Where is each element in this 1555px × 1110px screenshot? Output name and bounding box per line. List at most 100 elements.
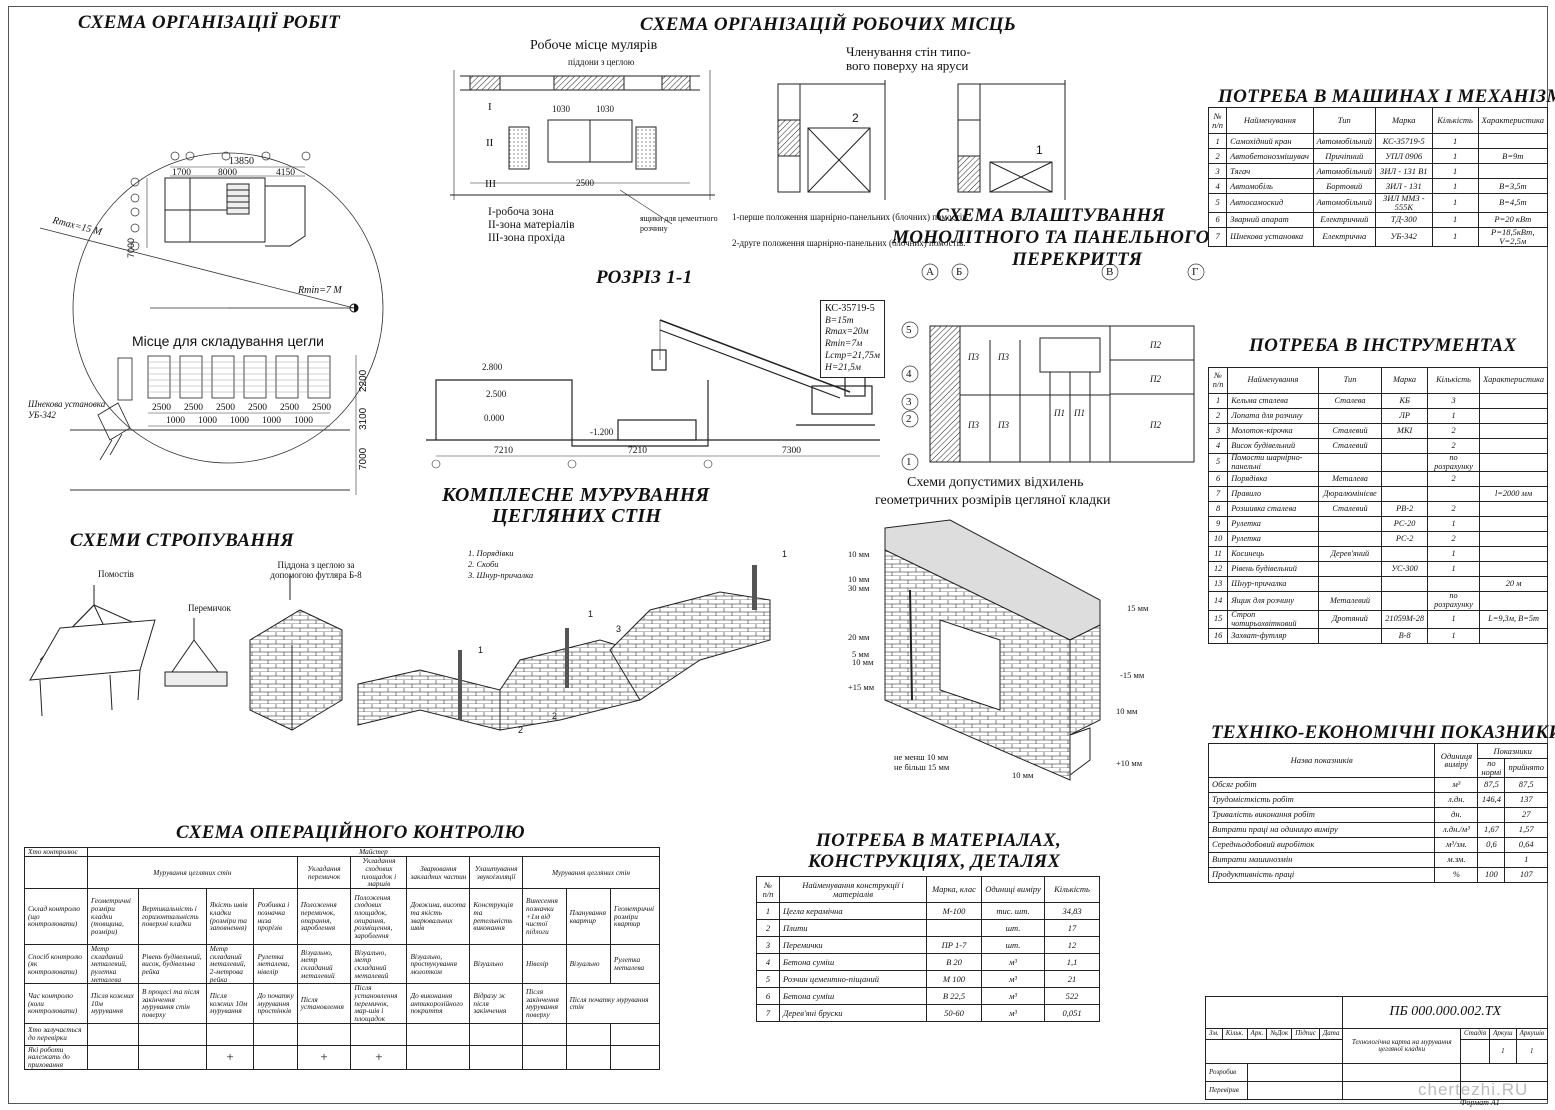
ops-r1-cell: Розбивка і позначка низа прорізів (253, 888, 298, 945)
tools-cell: 1 (1426, 609, 1481, 630)
tools-cell (1479, 561, 1548, 578)
materials-cell: М-100 (926, 902, 982, 920)
ops-r1-cell: Вертикальність і горизонтальність поверх… (137, 888, 207, 945)
dev-label-3: 30 мм (848, 583, 870, 593)
tools-cell (1317, 408, 1383, 424)
title-slinging: СХЕМИ СТРОПУВАННЯ (70, 530, 294, 551)
slab-panel-p3-3: П3 (968, 420, 979, 430)
tools-cell: 1 (1207, 393, 1229, 409)
machines-cell: УБ-342 (1375, 226, 1433, 247)
tools-table: № п/п Найменування Тип Марка Кількість Х… (1207, 367, 1548, 645)
title-complex-masonry-2: ЦЕГЛЯНИХ СТІН (492, 505, 662, 527)
ops-head-1: Укладання перемичок (296, 856, 352, 889)
tools-cell: 2 (1426, 423, 1481, 439)
tools-cell: 2 (1426, 531, 1481, 548)
tools-cell (1479, 438, 1548, 454)
org-brick-storage-label: Місце для складування цегли (132, 333, 324, 349)
materials-cell: 2 (756, 919, 780, 937)
slab-row-2: 2 (906, 413, 912, 425)
materials-cell: 1,1 (1044, 953, 1100, 971)
dev-label-4: 20 мм (848, 632, 870, 642)
ops-row-label-4: Хто залучається до перевірки (24, 1022, 88, 1046)
machines-cell: 1 (1431, 178, 1479, 194)
tools-cell (1381, 471, 1428, 488)
machines-cell: P=20 кВт (1477, 211, 1549, 228)
title-block-stage: Стадія (1459, 1028, 1491, 1040)
tools-cell: 1 (1426, 516, 1481, 533)
machines-header-cell: Найменування (1226, 107, 1314, 134)
ops-r2-cell: Візуально, простукування молотком (406, 943, 471, 985)
dev-label-8: не менш 10 мм (894, 752, 949, 762)
org-storage-dim-5: 2500 (280, 403, 299, 413)
ops-row-label-5: Які роботи належать до приховання (24, 1044, 88, 1070)
machines-cell: 7 (1207, 226, 1228, 247)
dev-label-7: +15 мм (848, 682, 875, 692)
title-block-sheet: Аркуш (1489, 1028, 1517, 1040)
econ-cell: 100 (1477, 866, 1506, 883)
title-materials-2: КОНСТРУКЦІЯХ, ДЕТАЛЯХ (808, 851, 1061, 872)
masonry-legend-1: 1. Порядівки (468, 548, 514, 558)
deviations-title-1: Схеми допустимих відхилень (907, 475, 1084, 490)
machines-header-cell: Марка (1375, 107, 1433, 134)
slab-row-3: 3 (906, 396, 912, 408)
tools-header-cell: Тип (1317, 367, 1383, 394)
tools-cell: УС-300 (1381, 561, 1428, 578)
title-machines: ПОТРЕБА В МАШИНАХ І МЕХАНІЗМАХ (1218, 86, 1555, 107)
ops-r2-cell: Візуально, метр складаний металевий (296, 943, 352, 985)
svg-text:2200: 2200 (358, 369, 369, 392)
tools-cell: 1 (1426, 561, 1481, 578)
tools-cell: 1 (1426, 408, 1481, 424)
tools-cell: Рулетка (1227, 531, 1319, 548)
workplace-pos-1: 1-перше положення шарнірно-панельних (бл… (732, 212, 969, 222)
tools-cell: Дротяний (1317, 609, 1383, 630)
slinging-lintel-label: Перемичок (188, 603, 231, 613)
econ-header-accepted: прийнято (1504, 758, 1548, 778)
tools-cell: Металева (1317, 471, 1383, 488)
slab-row-5: 5 (906, 324, 912, 336)
tools-header-cell: № п/п (1207, 367, 1229, 394)
machines-header-cell: Тип (1312, 107, 1377, 134)
crane-name: КС-35719-5 (825, 303, 875, 314)
materials-cell: 12 (1044, 936, 1100, 954)
econ-cell (1477, 851, 1506, 868)
ops-plus-mark: + (350, 1044, 408, 1070)
tools-cell (1479, 471, 1548, 488)
tools-cell: B-8 (1381, 628, 1428, 645)
dev-label-10: 10 мм (1012, 770, 1034, 780)
materials-cell: Перемички (779, 936, 927, 954)
machines-cell: 3 (1207, 163, 1228, 179)
machines-cell: Шнекова установка (1226, 226, 1314, 247)
machines-cell: 1 (1431, 211, 1479, 228)
tools-cell: РС-2 (1381, 531, 1428, 548)
machines-header-cell: Характеристика (1477, 107, 1549, 134)
tools-cell (1317, 628, 1383, 645)
machines-cell: Автомобіль (1226, 178, 1314, 194)
econ-cell: 0,6 (1477, 836, 1506, 853)
machines-cell: ТД-300 (1375, 211, 1433, 228)
tools-cell (1479, 546, 1548, 563)
machines-cell: 1 (1431, 163, 1479, 179)
tools-cell: 9 (1207, 516, 1229, 533)
machines-cell: B=4,5m (1477, 193, 1549, 213)
ops-r3-cell: Після кожних 10м мурування (205, 983, 255, 1024)
materials-cell: 522 (1044, 987, 1100, 1005)
section-span-2: 7210 (628, 446, 647, 456)
tools-cell (1381, 576, 1428, 593)
title-block-check: Перевірив (1205, 1081, 1248, 1100)
ops-r1-cell: Довжина, висота та якість зварювальних ш… (406, 888, 471, 945)
tools-cell: l=2000 мм (1479, 486, 1548, 503)
org-auger-label: Шнекова установка УБ-342 (28, 399, 106, 421)
machines-cell: 1 (1431, 148, 1479, 164)
svg-text:3: 3 (616, 624, 621, 634)
machines-cell (1477, 163, 1549, 179)
tools-cell: 20 м (1479, 576, 1548, 593)
